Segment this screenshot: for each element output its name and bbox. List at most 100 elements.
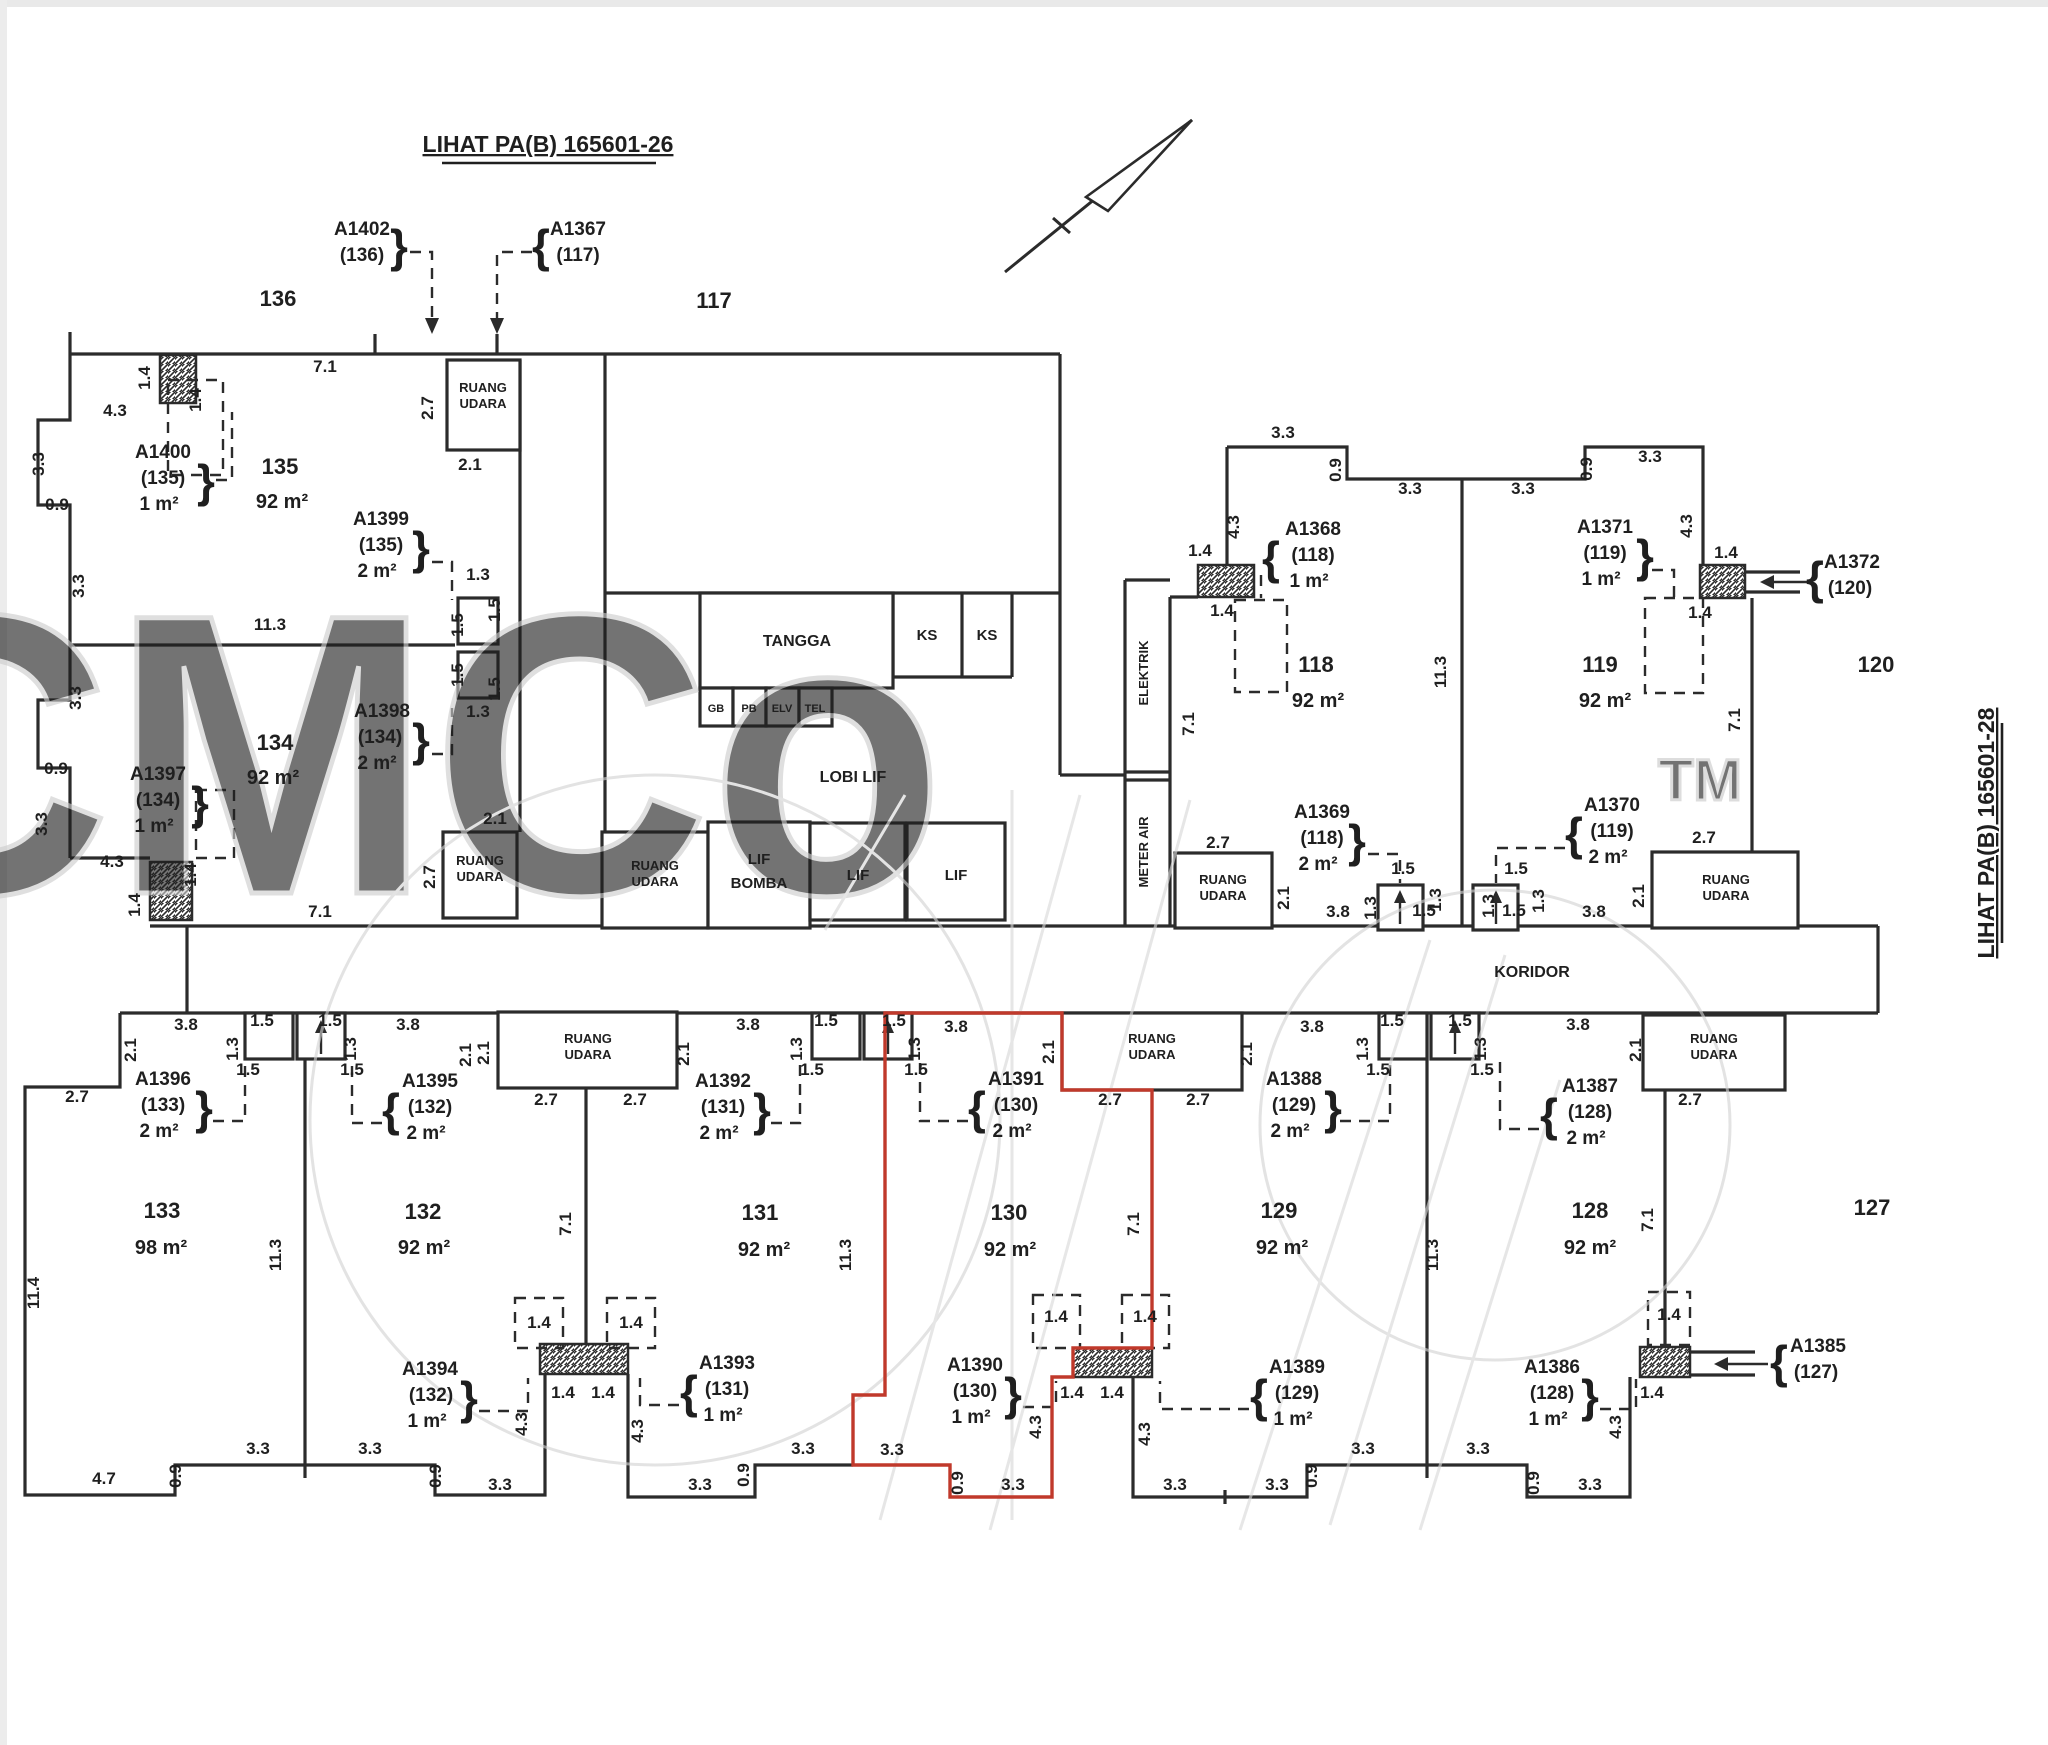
- dim-label: 1.4: [1060, 1383, 1084, 1402]
- dim-label: 3.3: [1001, 1475, 1025, 1494]
- dim-label: 1.5: [1391, 859, 1415, 878]
- dim-label: 1.4: [591, 1383, 615, 1402]
- dim-label: 1.3: [466, 565, 490, 584]
- dim-label: 3.3: [488, 1475, 512, 1494]
- dim-label: 1.5: [236, 1060, 260, 1079]
- walls-corridor: [120, 924, 1880, 1015]
- brace: {: [532, 220, 550, 272]
- dim-label: 3.3: [1271, 423, 1295, 442]
- dim-label: 1.5: [1380, 1011, 1404, 1030]
- brace: {: [1250, 1370, 1268, 1422]
- arrow-shafts: [319, 580, 1812, 1366]
- dim-label: 4.3: [1606, 1415, 1625, 1439]
- dim-label: 3.3: [1265, 1475, 1289, 1494]
- dim-label: 4.3: [1677, 514, 1696, 538]
- door-code: 2 m²: [1566, 1128, 1605, 1149]
- dim-label: 3.3: [1511, 479, 1535, 498]
- dim-label: 3.3: [69, 574, 88, 598]
- dim-label: 0.9: [426, 1464, 445, 1488]
- brace: }: [1636, 530, 1654, 582]
- dim-label: 7.1: [1179, 712, 1198, 736]
- room-label: UDARA: [1703, 888, 1751, 903]
- dim-label: 7.1: [1725, 708, 1744, 732]
- door-code: 1 m²: [407, 1411, 446, 1432]
- room-label: RUANG: [456, 853, 504, 868]
- unit-number: 132: [405, 1199, 442, 1224]
- dim-label: 3.3: [246, 1439, 270, 1458]
- door-code: (120): [1828, 578, 1872, 599]
- dim-label: 2.1: [674, 1042, 693, 1066]
- dim-label: 1.4: [1210, 601, 1234, 620]
- unit-area: 98 m²: [135, 1237, 188, 1259]
- dim-label: 3.3: [1638, 447, 1662, 466]
- dim-label: 11.3: [836, 1239, 855, 1271]
- door-code: A1387: [1562, 1076, 1618, 1097]
- room-label: RUANG: [631, 858, 679, 873]
- ruang-udara-box: [1650, 850, 1800, 930]
- door-code: (131): [705, 1379, 749, 1400]
- dim-label: 4.7: [92, 1469, 116, 1488]
- room-label: RUANG: [1702, 872, 1750, 887]
- dim-label: 1.5: [250, 1011, 274, 1030]
- door-code: A1385: [1790, 1336, 1846, 1357]
- dim-label: 2.1: [1626, 1038, 1645, 1062]
- dim-label: 1.3: [1529, 889, 1548, 913]
- door-code: A1402: [334, 219, 390, 240]
- tel-box: [797, 686, 834, 728]
- door-leaf: [1031, 1293, 1082, 1350]
- dim-label: 1.5: [1366, 1060, 1390, 1079]
- door-code: 2 m²: [406, 1123, 445, 1144]
- dim-label: 0.9: [45, 495, 69, 514]
- room-label: LIF: [748, 851, 771, 868]
- brace: }: [412, 714, 430, 766]
- interlock-block: [1638, 1345, 1692, 1379]
- dim-label: 2.1: [456, 1043, 475, 1067]
- dim-label: 3.8: [736, 1015, 760, 1034]
- ruang-udara-box: [496, 1010, 679, 1090]
- ruang-udara-box: [1060, 1011, 1244, 1092]
- dim-label: 3.3: [880, 1440, 904, 1459]
- room-label: LIF: [847, 867, 870, 884]
- door-code: 1 m²: [1528, 1409, 1567, 1430]
- dim-label: 0.9: [166, 1464, 185, 1488]
- dim-label: 1.4: [1133, 1307, 1157, 1326]
- door-box: [243, 1011, 295, 1061]
- door-code: A1369: [1294, 802, 1350, 823]
- unit-130-outline: [851, 1011, 1154, 1499]
- door-code: 2 m²: [357, 753, 396, 774]
- dim-label: 11.3: [266, 1239, 285, 1271]
- unit-area: 92 m²: [738, 1239, 791, 1261]
- dim-label: 7.1: [1124, 1212, 1143, 1236]
- dim-label: 0.9: [1577, 457, 1596, 481]
- dim-label: 1.4: [1044, 1307, 1068, 1326]
- dim-label: 2.7: [623, 1090, 647, 1109]
- unit-number: 131: [742, 1200, 779, 1225]
- dim-label: 4.3: [1026, 1415, 1045, 1439]
- unit-area: 92 m²: [1292, 690, 1345, 712]
- dim-label: 3.8: [1326, 902, 1350, 921]
- dim-label: 1.4: [1714, 543, 1738, 562]
- door-code: (117): [556, 245, 599, 266]
- room-label: UDARA: [632, 874, 680, 889]
- dim-label: 1.5: [800, 1060, 824, 1079]
- dim-label: 0.9: [948, 1471, 967, 1495]
- door-code: 2 m²: [1588, 847, 1627, 868]
- dim-label: 0.9: [1326, 458, 1345, 482]
- dim-label: 2.7: [418, 396, 437, 420]
- dim-label: 1.3: [787, 1037, 806, 1061]
- dim-label: 1.4: [125, 893, 144, 917]
- dim-label: 1.5: [882, 1011, 906, 1030]
- room-label: RUANG: [1199, 872, 1247, 887]
- dim-label: 1.4: [181, 863, 200, 887]
- brace: }: [197, 455, 215, 507]
- dim-label: 0.9: [1524, 1471, 1543, 1495]
- door-code: (129): [1275, 1383, 1319, 1404]
- dim-label: 7.1: [313, 357, 337, 376]
- room-label: UDARA: [565, 1047, 613, 1062]
- door-code: A1372: [1824, 552, 1880, 573]
- dim-label: 1.4: [1657, 1305, 1681, 1324]
- dim-label: 1.5: [448, 613, 467, 637]
- unit-number: 133: [144, 1198, 181, 1223]
- unit-number: 118: [1298, 652, 1334, 677]
